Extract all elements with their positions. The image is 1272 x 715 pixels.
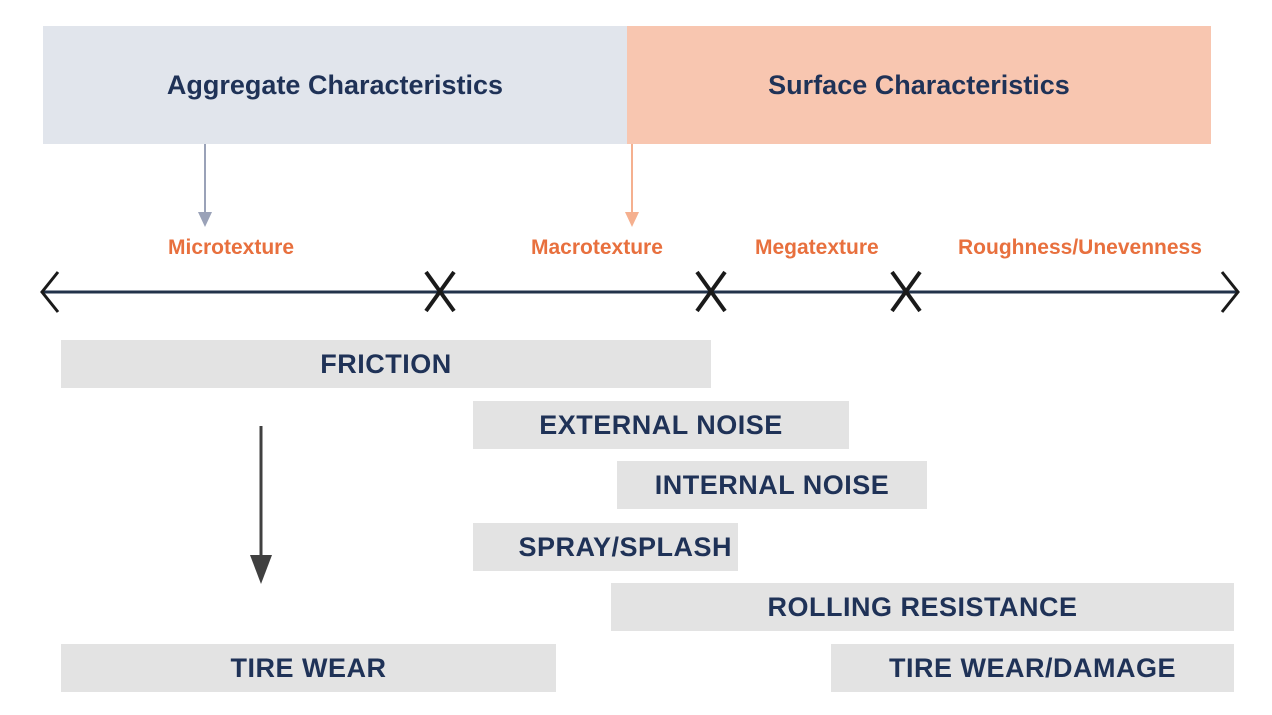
effect-bar-friction: FRICTION [61,340,711,388]
axis-left-arrowhead-icon [40,271,60,313]
effect-label: TIRE WEAR/DAMAGE [889,652,1176,683]
effect-bar-rolling-resistance: ROLLING RESISTANCE [611,583,1234,631]
surface-characteristics-label: Surface Characteristics [768,69,1070,100]
roughness-unevenness-label: Roughness/Unevenness [958,236,1202,259]
separator-x-icon [695,270,727,313]
texture-axis [40,271,1240,313]
surface-characteristics-header: Surface Characteristics [627,26,1211,144]
surface-arrow-icon [625,144,639,227]
separator-x-icon [890,270,922,313]
effect-label: TIRE WEAR [230,652,387,683]
aggregate-characteristics-label: Aggregate Characteristics [166,69,504,100]
aggregate-characteristics-header: Aggregate Characteristics [43,26,627,144]
megatexture-label: Megatexture [755,236,879,259]
macrotexture-label: Macrotexture [531,236,663,259]
effect-bar-tire-wear-damage: TIRE WEAR/DAMAGE [831,644,1234,692]
effect-label: INTERNAL NOISE [654,469,890,500]
microtexture-label: Microtexture [168,236,295,259]
effect-label: EXTERNAL NOISE [539,409,783,440]
axis-right-arrowhead-icon [1220,271,1240,313]
effect-bar-tire-wear: TIRE WEAR [61,644,556,692]
separator-x-icon [424,270,456,313]
effect-bar-spray-splash: SPRAY/SPLASH [473,523,738,571]
friction-to-tire-wear-arrow-icon [250,426,272,584]
effect-bar-internal-noise: INTERNAL NOISE [617,461,927,509]
effect-label: ROLLING RESISTANCE [767,591,1078,622]
aggregate-arrow-icon [198,144,212,227]
effect-bar-external-noise: EXTERNAL NOISE [473,401,849,449]
effect-label: SPRAY/SPLASH [518,531,732,562]
effect-label: FRICTION [320,348,452,379]
